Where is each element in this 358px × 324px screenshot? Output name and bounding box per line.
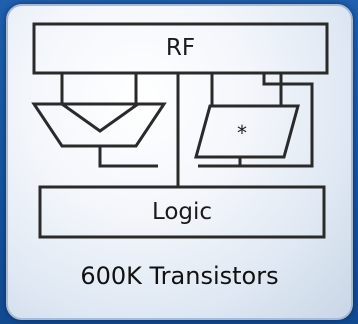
wire-mul-feedback <box>198 73 314 168</box>
alu-block <box>31 102 167 148</box>
wire-alu-to-logic <box>98 146 158 168</box>
logic-label: Logic <box>151 199 213 225</box>
logic-block <box>38 185 326 239</box>
register-file-block <box>32 22 329 75</box>
alu-notch <box>61 102 139 133</box>
multiplier-block <box>194 104 300 159</box>
multiplier-label: * <box>237 121 247 145</box>
transistor-count-caption: 600K Transistors <box>80 262 279 290</box>
register-file-label: RF <box>165 35 196 61</box>
